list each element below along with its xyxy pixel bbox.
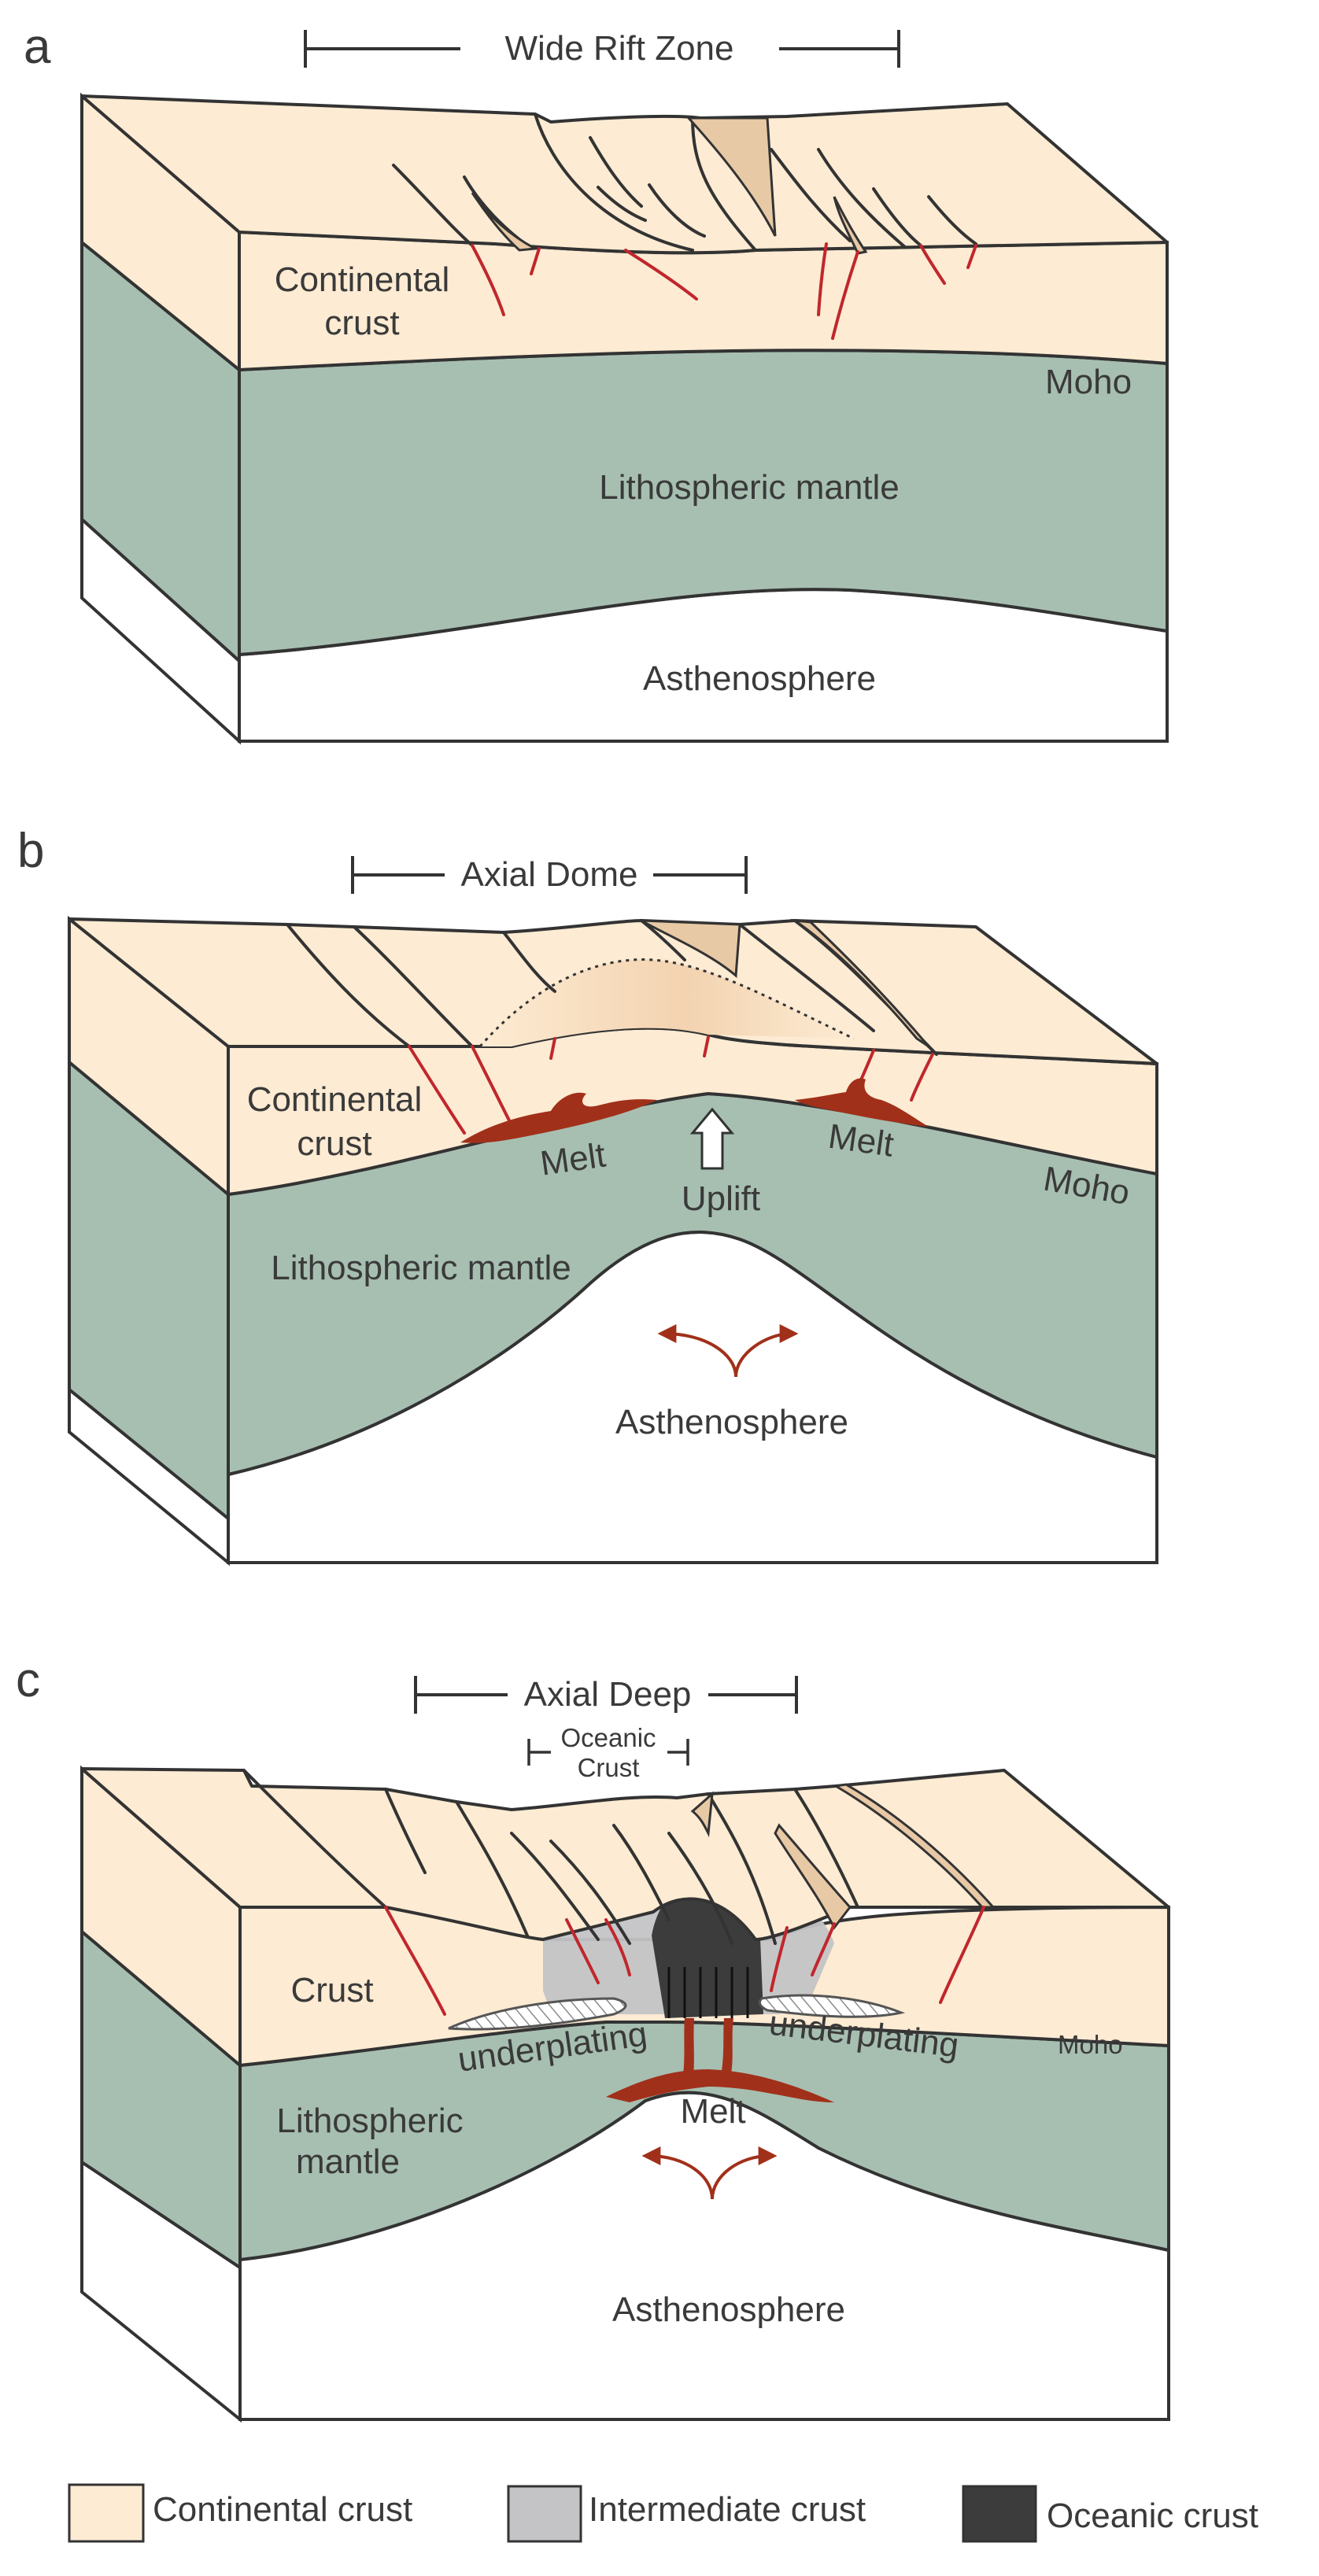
panel-a-faults <box>392 113 977 252</box>
panel-a-span-label: Wide Rift Zone <box>505 29 734 68</box>
panel-c-flow-arrow-right <box>711 2146 778 2200</box>
legend-swatch-continental-crust <box>68 2483 145 2543</box>
panel-b-dome-outline <box>478 958 855 1047</box>
panel-c-scarp-3 <box>832 1783 996 1909</box>
panel-b-flow-arrow-left <box>657 1324 737 1378</box>
panel-b-scarp-2 <box>790 918 930 1048</box>
panel-b-crust-label-1: Continental <box>247 1080 423 1119</box>
legend-item-intermediate-crust: Intermediate crust <box>507 2485 866 2543</box>
panel-c-mantle-label-1: Lithospheric <box>276 2102 463 2140</box>
panel-c-faults <box>242 1769 859 1945</box>
panel-b-scarp-1 <box>641 919 741 979</box>
panel-a-scarp-1 <box>471 192 540 252</box>
panel-c-scarp-1 <box>690 1791 714 1838</box>
legend-item-continental-crust: Continental crust <box>68 2483 412 2543</box>
panel-a-mantle-label: Lithospheric mantle <box>599 468 900 507</box>
panel-c-underplating-left <box>448 1997 627 2031</box>
panel-c-underplating-right <box>758 1994 906 2018</box>
legend-item-oceanic-crust: Oceanic crust <box>962 2485 1258 2543</box>
panel-b-letter: b <box>17 824 44 878</box>
panel-a-crust-label-1: Continental <box>275 260 450 299</box>
panel-a-scarp-3 <box>833 196 868 255</box>
panel-a-moho-label: Moho <box>1045 363 1132 401</box>
panel-c-span-label: Axial Deep <box>524 1675 692 1714</box>
panel-b-flow-arrow-right <box>734 1324 799 1378</box>
legend-swatch-oceanic-crust <box>962 2485 1037 2543</box>
legend-label-intermediate-crust: Intermediate crust <box>589 2490 866 2529</box>
panel-a-red-faults <box>471 242 977 340</box>
panel-a-top-surface <box>80 94 1169 255</box>
panel-c-inner-span-bar <box>527 1739 689 1766</box>
panel-c-top-surface <box>80 1767 1170 1941</box>
panel-b-melt-left-label: Melt <box>538 1136 608 1183</box>
panel-b-span-label: Axial Dome <box>461 855 638 894</box>
panel-b: b Axial Dome <box>17 824 1158 1567</box>
panel-c-flow-arrow-left <box>641 2146 714 2200</box>
panel-a: a Wide Rift Zone <box>24 20 1169 745</box>
panel-c-dikes <box>667 1967 749 2018</box>
panel-b-span-bar <box>351 856 748 894</box>
panel-b-mantle-label: Lithospheric mantle <box>271 1249 571 1287</box>
panel-b-uplift-arrow <box>689 1107 735 1170</box>
panel-c-melt-channels <box>682 2018 733 2085</box>
panel-a-scarp-2 <box>685 116 777 237</box>
legend-label-continental-crust: Continental crust <box>153 2490 412 2529</box>
legend-swatch-intermediate-crust <box>507 2485 582 2543</box>
panel-c-melt-body <box>606 2069 834 2102</box>
panel-b-melt-right <box>795 1078 929 1127</box>
panel-c-mantle-label-2: mantle <box>296 2142 400 2181</box>
panel-c-moho-label: Moho <box>1058 2030 1123 2059</box>
panel-c-scarp-2 <box>774 1823 852 1930</box>
panel-c-inner-span-label-1: Oceanic <box>560 1723 656 1752</box>
panel-c-crust-label: Crust <box>290 1971 373 2010</box>
panel-c-inner-span-label-2: Crust <box>578 1753 640 1782</box>
panel-b-melt-left <box>460 1092 657 1143</box>
panel-a-asthenosphere-label: Asthenosphere <box>643 659 876 698</box>
legend: Continental crust Intermediate crust Oce… <box>68 2483 1258 2543</box>
panel-b-uplift-label: Uplift <box>682 1179 760 1218</box>
panel-a-letter: a <box>24 20 51 74</box>
panel-b-melt-right-label: Melt <box>826 1117 896 1164</box>
legend-label-oceanic-crust: Oceanic crust <box>1047 2497 1258 2535</box>
panel-c: c Axial Deep Oceanic Crust <box>16 1653 1170 2423</box>
panel-b-dome <box>480 959 854 1046</box>
panel-c-letter: c <box>16 1653 40 1707</box>
panel-b-asthenosphere-label: Asthenosphere <box>615 1403 848 1441</box>
panel-c-melt-label: Melt <box>680 2092 745 2131</box>
panel-c-span-bar <box>414 1676 798 1714</box>
panel-a-span-bar <box>304 30 900 68</box>
panel-c-asthenosphere-label: Asthenosphere <box>612 2290 845 2329</box>
panel-c-red-faults <box>384 1906 985 2016</box>
panel-a-crust-label-2: crust <box>324 304 399 342</box>
panel-b-crust-label-2: crust <box>297 1124 371 1163</box>
